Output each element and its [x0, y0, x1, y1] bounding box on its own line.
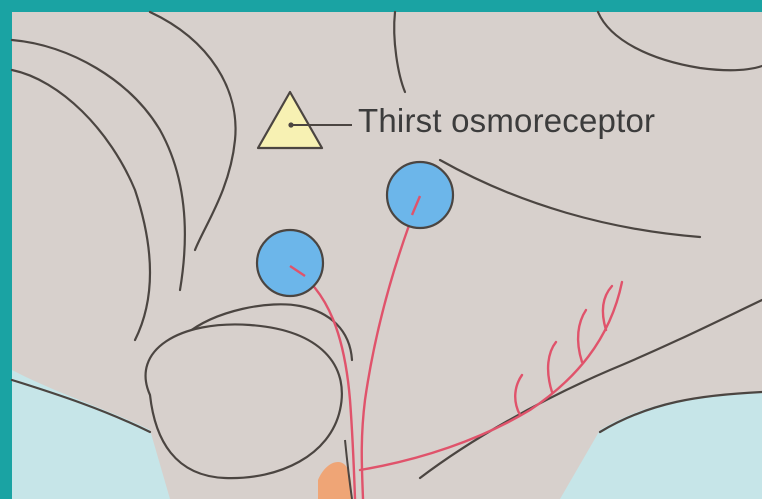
nucleus-upper [387, 162, 453, 228]
triangle-center-dot [288, 122, 293, 127]
osmoreceptor-label: Thirst osmoreceptor [358, 104, 655, 137]
nucleus-lower [257, 230, 323, 296]
